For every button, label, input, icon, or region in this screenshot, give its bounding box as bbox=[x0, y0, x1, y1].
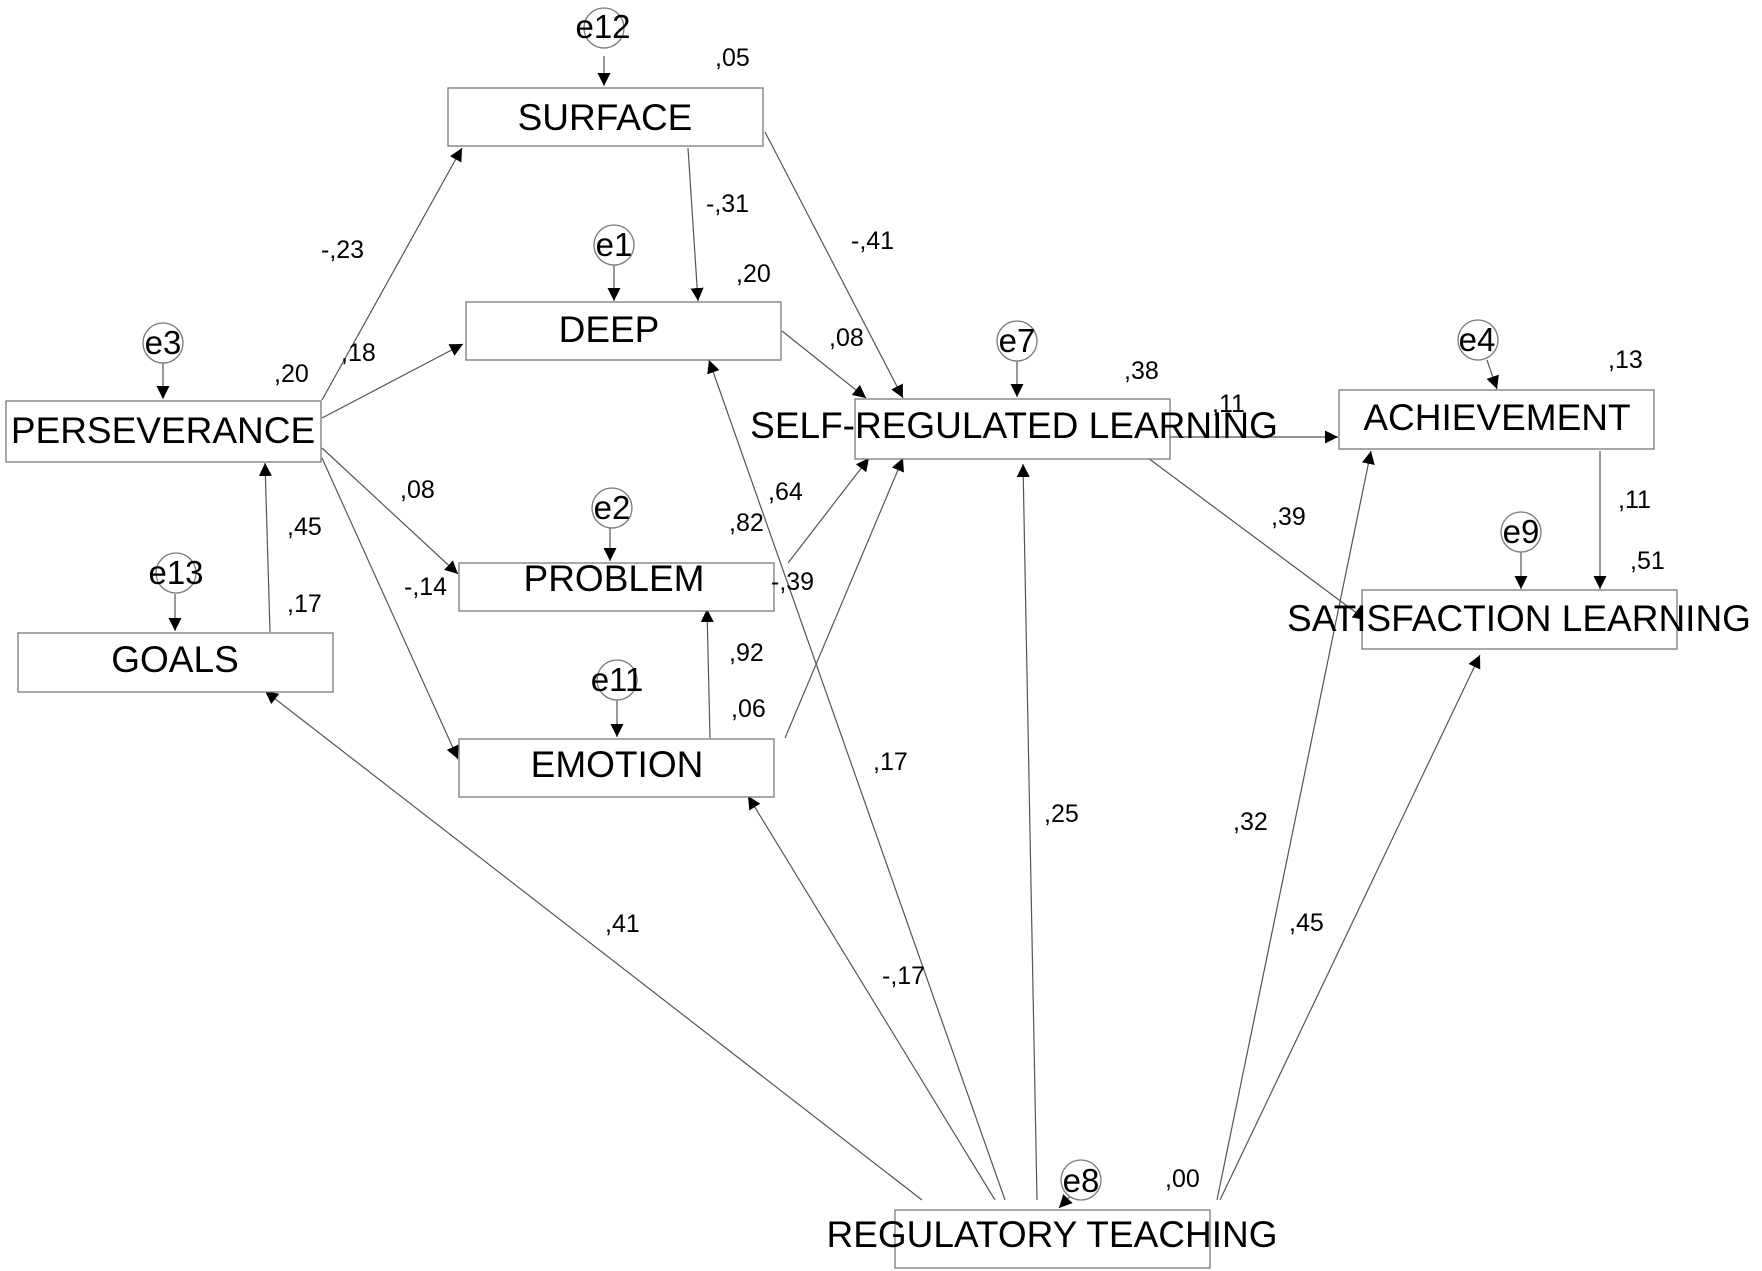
coef-teaching-satisfaction: ,45 bbox=[1289, 909, 1324, 937]
r2-problem: ,82 bbox=[729, 509, 764, 537]
r2-values: ,05 ,20 ,20 ,82 ,17 ,06 ,38 ,13 ,51 ,00 bbox=[274, 44, 1665, 1193]
error-e9: e9 bbox=[1500, 511, 1542, 553]
edge-pers-deep bbox=[321, 343, 464, 419]
r2-srl: ,38 bbox=[1124, 357, 1159, 385]
node-surface-label: SURFACE bbox=[518, 97, 693, 138]
error-e8-label: e8 bbox=[1063, 1162, 1100, 1199]
node-problem: PROBLEM bbox=[458, 558, 775, 612]
r2-emotion: ,06 bbox=[731, 695, 766, 723]
edge-teaching-emotion bbox=[747, 795, 996, 1201]
error-e8: e8 bbox=[1060, 1159, 1102, 1201]
r2-surface: ,05 bbox=[715, 44, 750, 72]
error-e9-label: e9 bbox=[1503, 513, 1540, 550]
r2-perseverance: ,20 bbox=[274, 360, 309, 388]
r2-deep: ,20 bbox=[736, 260, 771, 288]
coef-srl-satisfaction: ,39 bbox=[1271, 503, 1306, 531]
edge-pers-surface bbox=[321, 147, 463, 401]
node-srl-label: SELF-REGULATED LEARNING bbox=[750, 405, 1278, 446]
error-e3-label: e3 bbox=[145, 324, 182, 361]
coef-emotion-srl: -,39 bbox=[771, 568, 814, 596]
r2-teaching: ,00 bbox=[1165, 1165, 1200, 1193]
node-achievement-label: ACHIEVEMENT bbox=[1363, 397, 1630, 438]
coef-pers-surface: -,23 bbox=[321, 236, 364, 264]
edge-pers-problem bbox=[321, 447, 459, 575]
edge-teaching-srl bbox=[1016, 463, 1038, 1201]
node-goals-label: GOALS bbox=[111, 639, 239, 680]
error-e13-label: e13 bbox=[148, 554, 203, 591]
coef-teaching-deep: ,17 bbox=[873, 748, 908, 776]
coef-goals-pers: ,45 bbox=[287, 513, 322, 541]
node-perseverance-label: PERSEVERANCE bbox=[11, 410, 315, 451]
coef-pers-deep: ,18 bbox=[341, 339, 376, 367]
r2-goals: ,17 bbox=[287, 590, 322, 618]
coef-emotion-problem: ,92 bbox=[729, 639, 764, 667]
r2-achievement: ,13 bbox=[1608, 346, 1643, 374]
coef-deep-srl: ,08 bbox=[829, 324, 864, 352]
error-e4-label: e4 bbox=[1459, 321, 1496, 358]
error-e2: e2 bbox=[591, 487, 633, 529]
coef-srl-achievement: ,11 bbox=[1212, 390, 1245, 418]
error-e1-label: e1 bbox=[596, 226, 633, 263]
edge-teaching-deep bbox=[707, 359, 1006, 1201]
error-e7-label: e7 bbox=[999, 322, 1036, 359]
coef-surface-deep: -,31 bbox=[706, 190, 749, 218]
node-satisfaction: SATISFACTION LEARNING bbox=[1287, 589, 1751, 650]
error-e11-label: e11 bbox=[591, 661, 644, 698]
path-coefficients: -,23 ,18 ,08 -,14 ,45 -,31 -,41 ,08 ,64 … bbox=[287, 190, 1651, 990]
edge-goals-pers bbox=[258, 462, 272, 633]
node-surface: SURFACE bbox=[447, 87, 764, 147]
edge-problem-srl bbox=[787, 457, 870, 564]
coef-teaching-srl: ,25 bbox=[1044, 800, 1079, 828]
edge-emotion-srl bbox=[784, 457, 904, 739]
coef-teaching-achievement: ,32 bbox=[1233, 808, 1268, 836]
edges bbox=[156, 56, 1607, 1209]
error-e12: e12 bbox=[575, 7, 631, 49]
node-achievement: ACHIEVEMENT bbox=[1338, 389, 1655, 450]
edge-emotion-problem bbox=[700, 608, 714, 739]
node-deep-label: DEEP bbox=[559, 309, 660, 350]
node-perseverance: PERSEVERANCE bbox=[5, 400, 322, 463]
node-emotion: EMOTION bbox=[458, 738, 775, 798]
error-e2-label: e2 bbox=[594, 489, 631, 526]
edge-deep-srl bbox=[781, 330, 867, 399]
coef-surface-srl: -,41 bbox=[851, 227, 894, 255]
edge-e4-achievement bbox=[1486, 359, 1499, 390]
error-e11: e11 bbox=[591, 659, 644, 701]
edge-teaching-goals bbox=[264, 690, 923, 1201]
error-e12-label: e12 bbox=[575, 8, 630, 45]
error-e4: e4 bbox=[1457, 319, 1499, 361]
edge-surface-srl bbox=[764, 131, 904, 399]
r2-satisfaction: ,51 bbox=[1630, 547, 1665, 575]
node-teaching-label: REGULATORY TEACHING bbox=[827, 1214, 1278, 1255]
error-e1: e1 bbox=[593, 224, 635, 266]
edge-surface-deep bbox=[687, 147, 704, 302]
coef-achievement-satisfaction: ,11 bbox=[1618, 486, 1651, 514]
error-e3: e3 bbox=[142, 322, 184, 364]
coef-teaching-goals: ,41 bbox=[605, 910, 640, 938]
node-satisfaction-label: SATISFACTION LEARNING bbox=[1287, 598, 1751, 639]
coef-teaching-emotion: -,17 bbox=[882, 962, 925, 990]
edge-teaching-satisfaction bbox=[1219, 654, 1481, 1201]
coef-pers-emotion: -,14 bbox=[404, 573, 447, 601]
edge-srl-satisfaction bbox=[1147, 457, 1367, 621]
node-problem-label: PROBLEM bbox=[524, 558, 705, 599]
coef-problem-srl: ,64 bbox=[768, 478, 803, 506]
node-goals: GOALS bbox=[17, 632, 334, 693]
node-teaching: REGULATORY TEACHING bbox=[827, 1209, 1278, 1269]
node-deep: DEEP bbox=[465, 301, 782, 361]
edge-pers-emotion bbox=[321, 457, 459, 760]
node-emotion-label: EMOTION bbox=[531, 744, 704, 785]
edge-teaching-achievement bbox=[1216, 450, 1375, 1201]
node-srl: SELF-REGULATED LEARNING bbox=[750, 398, 1278, 460]
error-e7: e7 bbox=[996, 320, 1038, 362]
error-e13: e13 bbox=[148, 552, 204, 594]
coef-pers-problem: ,08 bbox=[400, 476, 435, 504]
